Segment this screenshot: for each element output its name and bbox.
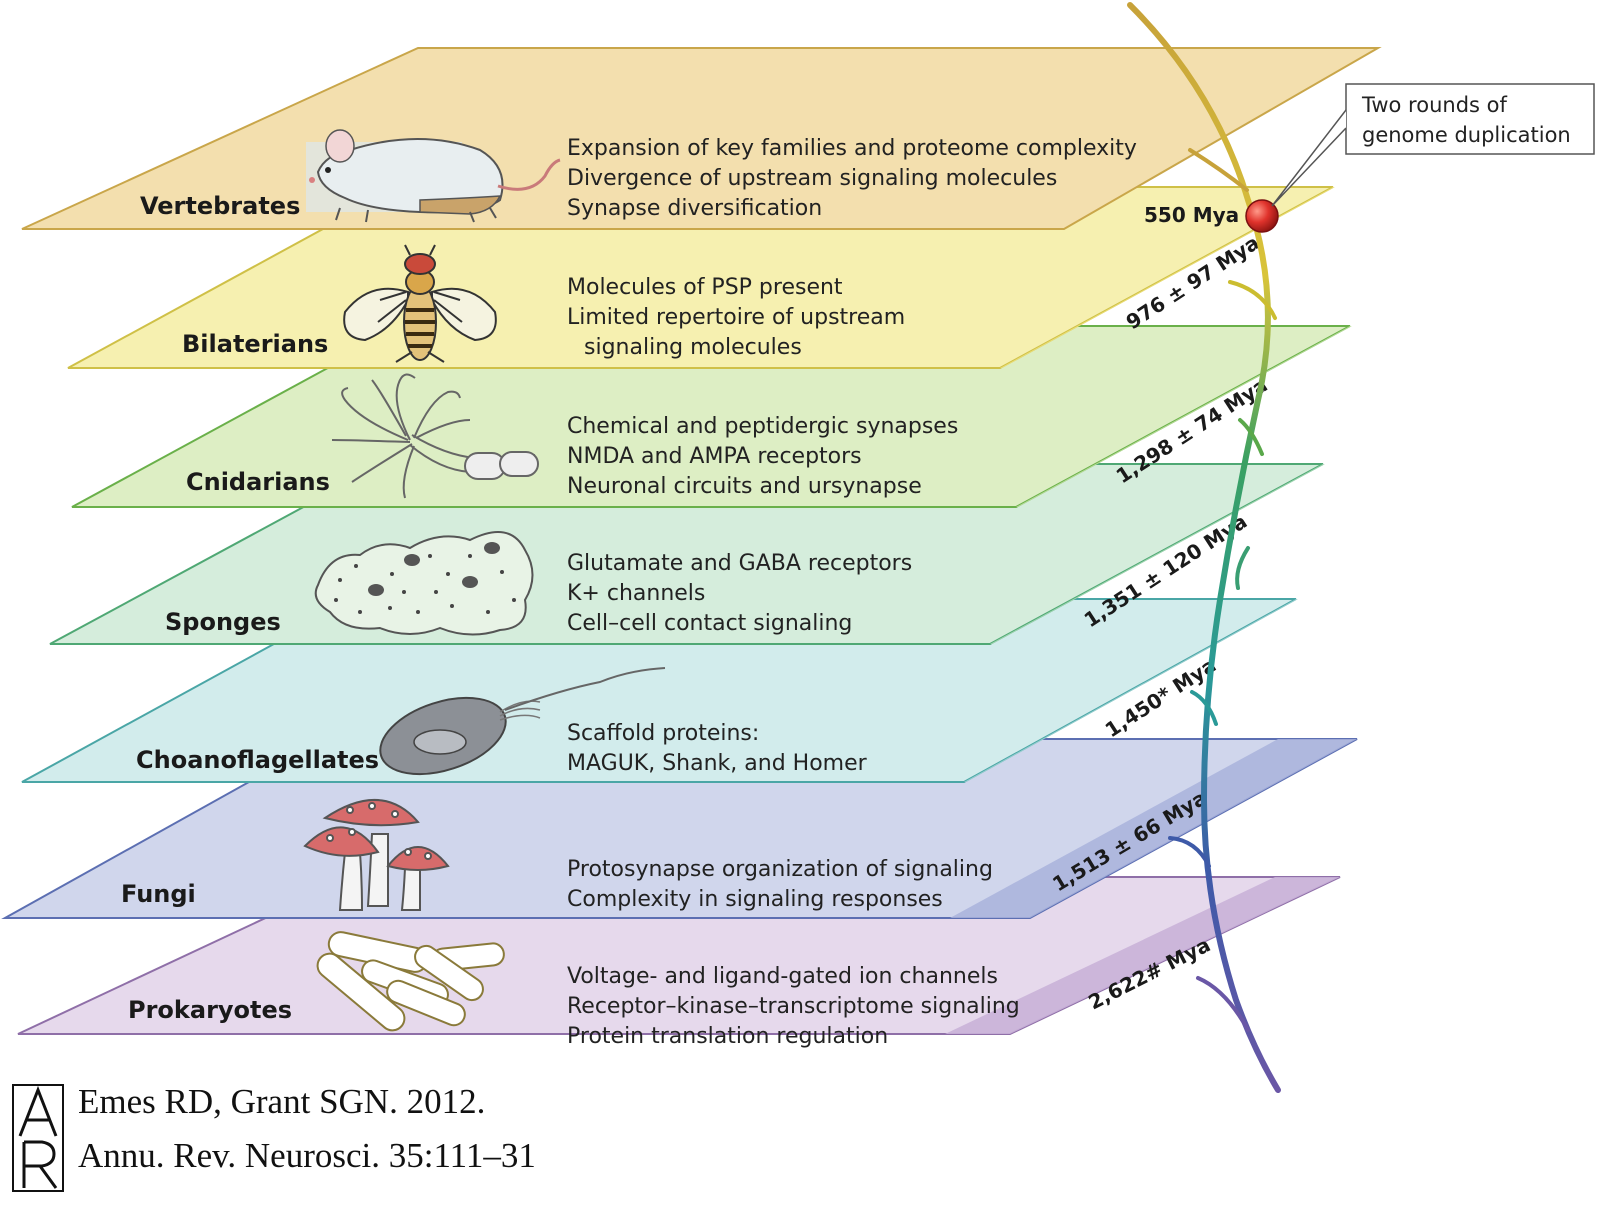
- tree-branch: [1190, 690, 1218, 726]
- citation-journal: Annu. Rev. Neurosci. 35:111–31: [78, 1136, 536, 1175]
- feature-text: Glutamate and GABA receptors: [567, 551, 912, 576]
- layer-label: Prokaryotes: [128, 996, 292, 1024]
- citation-authors: Emes RD, Grant SGN. 2012.: [78, 1082, 486, 1121]
- layer-bilaterians: Bilaterians Molecules of PSP present Lim…: [67, 186, 1335, 369]
- feature-text: Expansion of key families and proteome c…: [567, 136, 1137, 161]
- divergence-date: 550 Mya: [1144, 203, 1239, 227]
- tree-branch: [1235, 546, 1250, 590]
- feature-text: Synapse diversification: [567, 196, 822, 221]
- feature-text: Divergence of upstream signaling molecul…: [567, 166, 1057, 191]
- tree-branch: [1188, 148, 1249, 192]
- feature-text: Limited repertoire of upstream: [567, 305, 905, 330]
- layer-fungi: Fungi Protosynapse organization of signa…: [1, 738, 1358, 919]
- feature-text: Complexity in signaling responses: [567, 887, 943, 912]
- feature-text: Neuronal circuits and ursynapse: [567, 474, 922, 499]
- date-band: [945, 877, 1340, 1034]
- feature-text: Cell–cell contact signaling: [567, 611, 852, 636]
- genome-duplication-marker: [1245, 199, 1279, 233]
- feature-text: Receptor–kinase–transcriptome signaling: [567, 994, 1020, 1019]
- date-band: [990, 464, 1325, 644]
- feature-text: K+ channels: [567, 581, 705, 606]
- feature-text: Scaffold proteins:: [567, 721, 759, 746]
- feature-text: Protosynapse organization of signaling: [567, 857, 993, 882]
- tree-branch: [1238, 418, 1264, 456]
- layer-label: Bilaterians: [182, 330, 328, 358]
- layer-cnidarians: Cnidarians Chemical and peptidergic syna…: [71, 325, 1352, 508]
- feature-text: NMDA and AMPA receptors: [567, 444, 862, 469]
- callout-box: Two rounds of genome duplication: [1271, 83, 1595, 207]
- choanoflagellate-illustration: [379, 667, 666, 776]
- callout-line: Two rounds of: [1361, 93, 1507, 117]
- citation: Emes RD, Grant SGN. 2012. Annu. Rev. Neu…: [6, 1080, 806, 1200]
- layer-vertebrates: Vertebrates Expansion of key families an…: [21, 47, 1382, 230]
- sponge-illustration: [314, 531, 534, 636]
- phylogenetic-tree: [1127, 2, 1281, 1093]
- layer-label: Choanoflagellates: [136, 746, 379, 774]
- feature-text: signaling molecules: [584, 335, 802, 360]
- feature-text: Molecules of PSP present: [567, 275, 843, 300]
- mouse-illustration: [306, 129, 561, 223]
- layer-sponges: Sponges Glutamate and GABA receptors K+ …: [49, 463, 1325, 645]
- date-band: [1016, 326, 1352, 507]
- tree-branch: [1196, 976, 1250, 1032]
- bacteria-illustration: [316, 931, 505, 1032]
- mushroom-illustration: [303, 798, 450, 911]
- layer-label: Vertebrates: [140, 192, 300, 220]
- date-band: [950, 739, 1357, 918]
- annual-reviews-logo: [12, 1084, 64, 1192]
- tree-branch: [1228, 280, 1277, 320]
- layer-label: Fungi: [121, 880, 196, 908]
- layer-label: Cnidarians: [186, 468, 330, 496]
- tree-branch: [1168, 836, 1211, 868]
- feature-text: Voltage- and ligand-gated ion channels: [567, 964, 998, 989]
- layer-label: Sponges: [165, 608, 281, 636]
- fruit-fly-illustration: [343, 244, 497, 363]
- feature-text: Chemical and peptidergic synapses: [567, 414, 958, 439]
- date-band: [1000, 187, 1335, 368]
- feature-text: MAGUK, Shank, and Homer: [567, 751, 868, 776]
- hydra-illustration: [331, 373, 539, 499]
- callout-line: genome duplication: [1362, 123, 1571, 147]
- feature-text: Protein translation regulation: [567, 1024, 888, 1049]
